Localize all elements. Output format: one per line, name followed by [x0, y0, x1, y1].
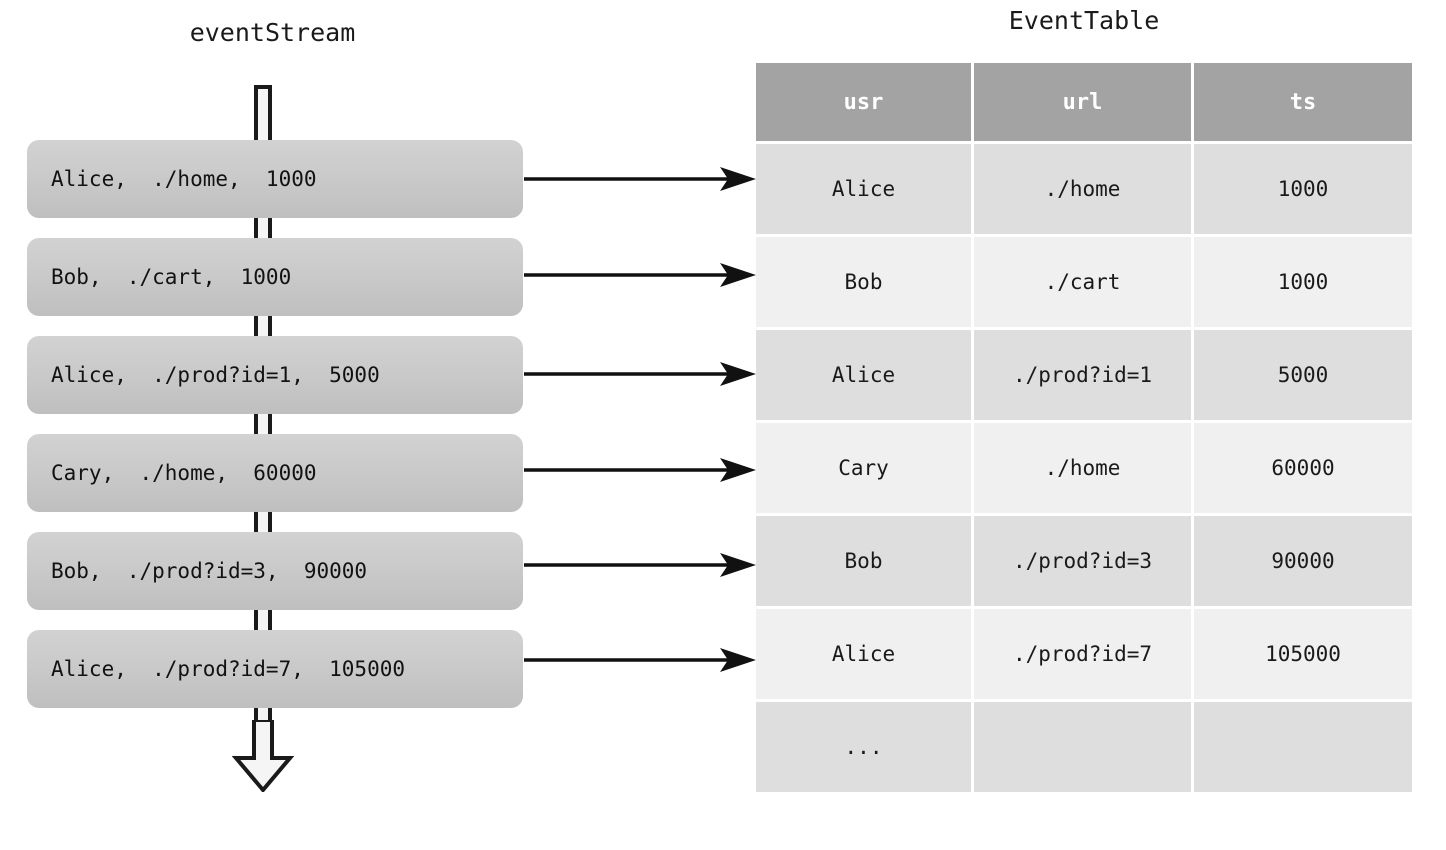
table-cell-url: ./prod?id=1 — [974, 330, 1191, 420]
event-box-label: Alice, ./prod?id=7, 105000 — [51, 657, 406, 681]
right-arrow-icon — [524, 648, 756, 672]
table-cell-url — [974, 702, 1191, 792]
event-box-label: Bob, ./cart, 1000 — [51, 265, 292, 289]
stream-title: eventStream — [189, 18, 356, 47]
event-box[interactable]: Alice, ./home, 1000 — [27, 140, 523, 218]
table-header-row: usr url ts — [756, 63, 1412, 141]
table-cell-url: ./prod?id=7 — [974, 609, 1191, 699]
table-cell-usr: ... — [756, 702, 971, 792]
event-box[interactable]: Alice, ./prod?id=1, 5000 — [27, 336, 523, 414]
event-box-label: Alice, ./prod?id=1, 5000 — [51, 363, 380, 387]
table-cell-ts: 60000 — [1194, 423, 1412, 513]
table-cell-ts: 90000 — [1194, 516, 1412, 606]
table-cell-ts: 5000 — [1194, 330, 1412, 420]
right-arrow-icon — [524, 263, 756, 287]
table-row[interactable]: ... — [756, 702, 1412, 792]
stream-down-arrow-icon — [232, 720, 294, 792]
right-arrow-icon — [524, 362, 756, 386]
event-box[interactable]: Cary, ./home, 60000 — [27, 434, 523, 512]
column-header-url[interactable]: url — [974, 63, 1191, 141]
right-arrow-icon — [524, 553, 756, 577]
table-cell-usr: Bob — [756, 516, 971, 606]
event-box[interactable]: Bob, ./cart, 1000 — [27, 238, 523, 316]
table-cell-ts — [1194, 702, 1412, 792]
table-cell-url: ./home — [974, 144, 1191, 234]
table-cell-url: ./cart — [974, 237, 1191, 327]
table-cell-ts: 1000 — [1194, 144, 1412, 234]
table-cell-usr: Cary — [756, 423, 971, 513]
table-title: EventTable — [1008, 6, 1160, 35]
table-cell-url: ./prod?id=3 — [974, 516, 1191, 606]
table-cell-usr: Alice — [756, 144, 971, 234]
right-arrow-icon — [524, 458, 756, 482]
table-cell-usr: Bob — [756, 237, 971, 327]
table-cell-usr: Alice — [756, 609, 971, 699]
table-cell-usr: Alice — [756, 330, 971, 420]
table-cell-ts: 105000 — [1194, 609, 1412, 699]
event-box[interactable]: Alice, ./prod?id=7, 105000 — [27, 630, 523, 708]
event-box-label: Alice, ./home, 1000 — [51, 167, 317, 191]
column-header-ts[interactable]: ts — [1194, 63, 1412, 141]
column-header-usr[interactable]: usr — [756, 63, 971, 141]
table-cell-url: ./home — [974, 423, 1191, 513]
event-box-label: Bob, ./prod?id=3, 90000 — [51, 559, 368, 583]
event-box[interactable]: Bob, ./prod?id=3, 90000 — [27, 532, 523, 610]
event-box-label: Cary, ./home, 60000 — [51, 461, 317, 485]
right-arrow-icon — [524, 167, 756, 191]
table-cell-ts: 1000 — [1194, 237, 1412, 327]
